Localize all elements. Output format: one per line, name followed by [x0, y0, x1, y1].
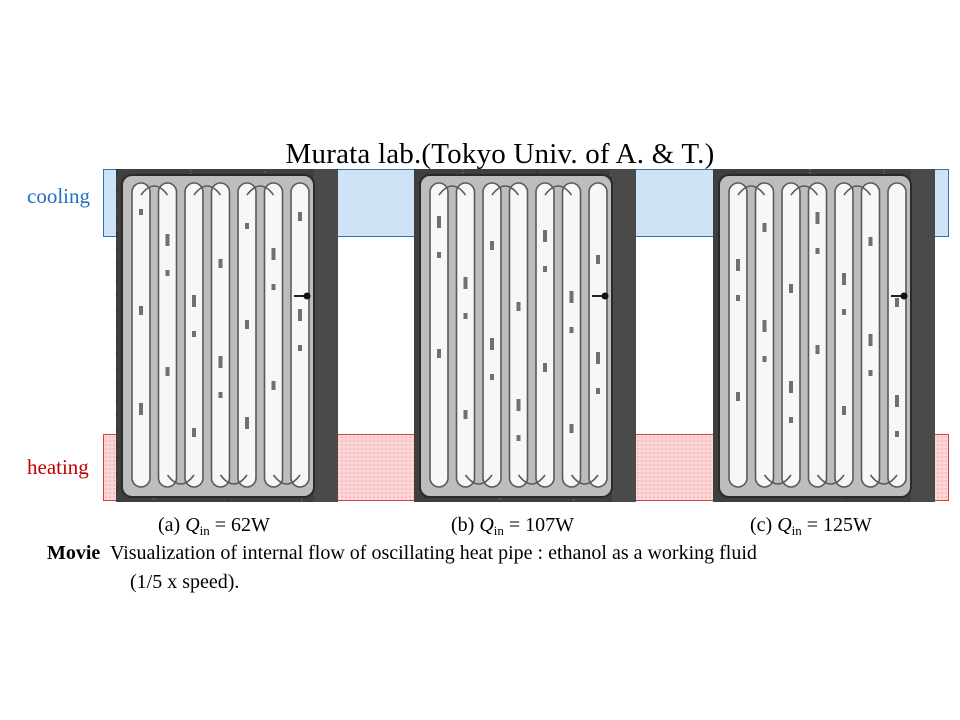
heat-pipe-image-c [713, 169, 935, 502]
caption-a-subscript: in [199, 523, 210, 538]
caption-b-value: = 107W [503, 514, 575, 536]
heating-label: heating [27, 455, 89, 479]
caption-c-prefix: (c) [750, 514, 778, 536]
movie-speed-note: (1/5 x speed). [130, 571, 240, 593]
caption-c-subscript: in [791, 523, 802, 538]
caption-a-value: = 62W [209, 514, 270, 536]
movie-label: Movie [47, 542, 101, 564]
caption-c: (c) Qin = 125W [750, 514, 872, 539]
cooling-label: cooling [27, 184, 90, 208]
heat-pipe-image-b [414, 169, 636, 502]
caption-a-symbol: Q [185, 514, 200, 536]
caption-c-value: = 125W [801, 514, 872, 536]
movie-caption: Movie Visualization of internal flow of … [47, 542, 757, 565]
caption-a: (a) Qin = 62W [158, 514, 270, 539]
movie-description: Visualization of internal flow of oscill… [100, 542, 757, 564]
caption-c-symbol: Q [777, 514, 792, 536]
page-title: Murata lab.(Tokyo Univ. of A. & T.) [285, 138, 715, 170]
caption-b-subscript: in [493, 523, 504, 538]
caption-b-symbol: Q [479, 514, 494, 536]
caption-b-prefix: (b) [451, 514, 480, 536]
caption-a-prefix: (a) [158, 514, 186, 536]
heat-pipe-image-a [116, 169, 338, 502]
caption-b: (b) Qin = 107W [451, 514, 574, 539]
